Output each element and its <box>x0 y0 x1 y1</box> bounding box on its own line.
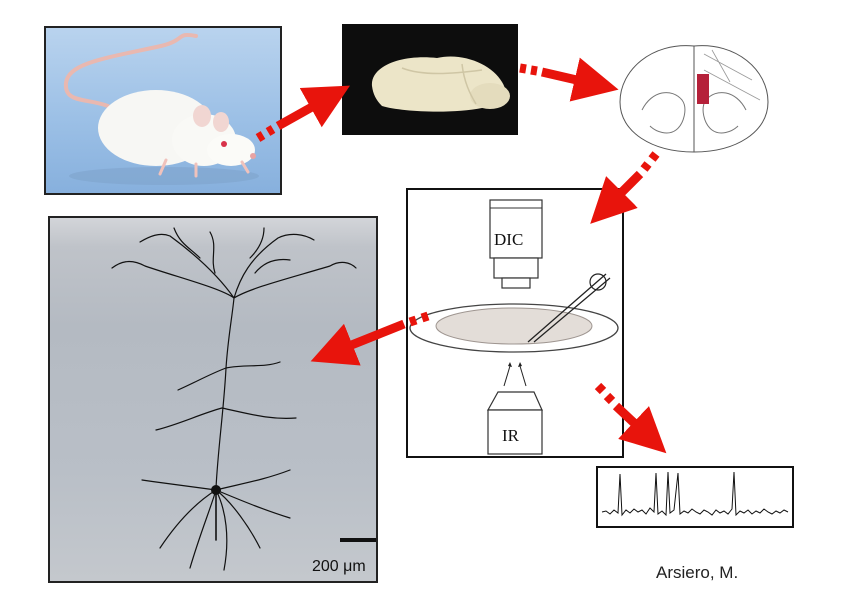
arrow-brain-to-atlas <box>519 57 619 102</box>
rat-illustration <box>63 33 259 185</box>
arrow-rat-to-brain <box>255 85 350 142</box>
arrow-rig-to-neuron <box>310 311 430 366</box>
dic-objective-label: DIC <box>494 230 524 249</box>
arrow-rig-to-trace <box>594 382 667 454</box>
neuron-reconstruction: 200 μm <box>48 216 378 583</box>
recording-rig-diagram: DIC IR <box>406 188 624 458</box>
arrow-atlas-to-rig <box>590 151 660 224</box>
pyramidal-neuron-drawing <box>111 227 357 571</box>
soma <box>211 485 221 495</box>
brain-photo <box>342 24 518 135</box>
rat-photo <box>44 26 282 195</box>
slice-region-highlight <box>697 74 709 104</box>
spike-trace <box>601 471 789 517</box>
rig-drawing <box>409 199 619 455</box>
scale-bar-label: 200 μm <box>312 558 366 575</box>
atlas-drawing <box>619 45 769 153</box>
coronal-section-atlas <box>612 40 772 160</box>
brain-illustration <box>371 56 510 112</box>
author-credit: Arsiero, M. <box>656 563 739 582</box>
voltage-trace-box <box>596 466 794 528</box>
scale-bar <box>340 538 376 542</box>
ir-objective-label: IR <box>502 426 519 445</box>
